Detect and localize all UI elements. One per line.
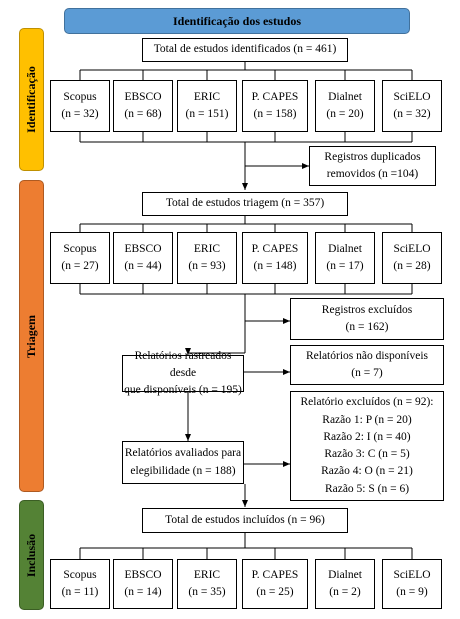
- source-count: (n = 14): [124, 586, 162, 598]
- not-available-line-1: Relatórios não disponíveis: [305, 349, 428, 362]
- incl-source-eric: ERIC (n = 35): [177, 559, 237, 609]
- reports-excluded-box: Relatório excluídos (n = 92): Razão 1: P…: [290, 391, 444, 501]
- ident-source-pcapes: P. CAPES (n = 158): [242, 80, 308, 132]
- source-count: (n = 27): [61, 260, 99, 272]
- reason-1: Razão 1: P (n = 20): [322, 413, 412, 426]
- phase-identificacao-label: Identificação: [24, 66, 38, 133]
- included-total-box: Total de estudos incluídos (n = 96): [142, 508, 348, 533]
- phase-triagem: Triagem: [19, 180, 44, 492]
- screen-source-pcapes: P. CAPES (n = 148): [242, 232, 308, 284]
- ident-source-scopus: Scopus (n = 32): [50, 80, 110, 132]
- source-name: EBSCO: [124, 242, 162, 255]
- phase-inclusao-label: Inclusão: [24, 533, 39, 577]
- source-name: Scopus: [63, 568, 97, 581]
- screening-total-text: Total de estudos triagem (n = 357): [165, 197, 325, 210]
- duplicates-removed-box: Registros duplicados removidos (n =104): [309, 146, 436, 186]
- source-name: Dialnet: [328, 242, 362, 255]
- incl-source-ebsco: EBSCO (n = 14): [113, 559, 173, 609]
- phase-identificacao: Identificação: [19, 28, 44, 171]
- duplicates-line-1: Registros duplicados: [324, 150, 421, 163]
- ident-source-ebsco: EBSCO (n = 68): [113, 80, 173, 132]
- duplicates-line-2: removidos (n =104): [326, 168, 419, 180]
- reason-3: Razão 3: C (n = 5): [324, 448, 410, 460]
- incl-source-pcapes: P. CAPES (n = 25): [242, 559, 308, 609]
- screen-source-dialnet: Dialnet (n = 17): [315, 232, 375, 284]
- source-count: (n = 25): [256, 586, 294, 598]
- incl-source-dialnet: Dialnet (n = 2): [315, 559, 375, 609]
- reports-assessed-line-2: elegibilidade (n = 188): [130, 464, 236, 477]
- ident-source-dialnet: Dialnet (n = 20): [315, 80, 375, 132]
- screen-source-scopus: Scopus (n = 27): [50, 232, 110, 284]
- included-total-text: Total de estudos incluídos (n = 96): [165, 513, 325, 526]
- source-name: P. CAPES: [251, 568, 299, 581]
- reason-5: Razão 5: S (n = 6): [324, 482, 410, 495]
- source-name: P. CAPES: [251, 90, 299, 103]
- source-count: (n = 44): [124, 260, 162, 272]
- reason-2: Razão 2: I (n = 40): [323, 430, 411, 443]
- not-available-line-2: (n = 7): [351, 367, 383, 379]
- screen-source-scielo: SciELO (n = 28): [382, 232, 442, 284]
- source-name: ERIC: [193, 242, 221, 255]
- phase-inclusao: Inclusão: [19, 500, 44, 610]
- ident-source-scielo: SciELO (n = 32): [382, 80, 442, 132]
- source-count: (n = 20): [326, 108, 364, 120]
- records-excluded-box: Registros excluídos (n = 162): [290, 298, 444, 340]
- records-excluded-line-1: Registros excluídos: [321, 303, 413, 316]
- source-count: (n = 11): [61, 586, 99, 598]
- phase-triagem-label: Triagem: [24, 314, 39, 358]
- incl-source-scopus: Scopus (n = 11): [50, 559, 110, 609]
- screening-total-box: Total de estudos triagem (n = 357): [142, 192, 348, 216]
- source-count: (n = 17): [326, 260, 364, 272]
- source-name: SciELO: [393, 90, 431, 103]
- reports-excluded-heading: Relatório excluídos (n = 92):: [300, 396, 434, 409]
- source-count: (n = 68): [124, 108, 162, 120]
- reports-assessed-box: Relatórios avaliados para elegibilidade …: [122, 441, 244, 484]
- source-name: SciELO: [393, 568, 431, 581]
- source-count: (n = 32): [393, 108, 431, 120]
- screen-source-eric: ERIC (n = 93): [177, 232, 237, 284]
- source-count: (n = 35): [188, 586, 226, 598]
- reason-4: Razão 4: O (n = 21): [321, 465, 413, 478]
- records-excluded-line-2: (n = 162): [345, 321, 389, 333]
- source-name: EBSCO: [124, 90, 162, 103]
- source-name: ERIC: [193, 568, 221, 581]
- reports-assessed-line-1: Relatórios avaliados para: [124, 447, 242, 460]
- source-name: SciELO: [393, 242, 431, 255]
- source-name: EBSCO: [124, 568, 162, 581]
- diagram-title: Identificação dos estudos: [64, 8, 410, 34]
- source-count: (n = 93): [188, 260, 226, 272]
- reports-retrieved-line-2: que disponíveis (n = 195): [124, 384, 242, 397]
- source-count: (n = 148): [253, 260, 297, 272]
- source-count: (n = 32): [61, 108, 99, 120]
- source-count: (n = 158): [253, 108, 297, 120]
- reports-retrieved-line-1: Relatórios rastreados desde: [134, 349, 232, 379]
- source-name: Scopus: [63, 90, 97, 103]
- screen-source-ebsco: EBSCO (n = 44): [113, 232, 173, 284]
- incl-source-scielo: SciELO (n = 9): [382, 559, 442, 609]
- source-count: (n = 9): [396, 586, 428, 598]
- identified-total-box: Total de estudos identificados (n = 461): [142, 38, 348, 62]
- source-name: Dialnet: [328, 90, 362, 103]
- source-name: P. CAPES: [251, 242, 299, 255]
- identified-total-text: Total de estudos identificados (n = 461): [153, 43, 337, 56]
- source-name: ERIC: [193, 90, 221, 103]
- reports-retrieved-box: Relatórios rastreados desde que disponív…: [122, 350, 244, 396]
- source-count: (n = 151): [185, 108, 229, 120]
- reports-not-available-box: Relatórios não disponíveis (n = 7): [290, 345, 444, 385]
- source-name: Dialnet: [328, 568, 362, 581]
- source-count: (n = 2): [329, 586, 361, 598]
- ident-source-eric: ERIC (n = 151): [177, 80, 237, 132]
- source-name: Scopus: [63, 242, 97, 255]
- source-count: (n = 28): [393, 260, 431, 272]
